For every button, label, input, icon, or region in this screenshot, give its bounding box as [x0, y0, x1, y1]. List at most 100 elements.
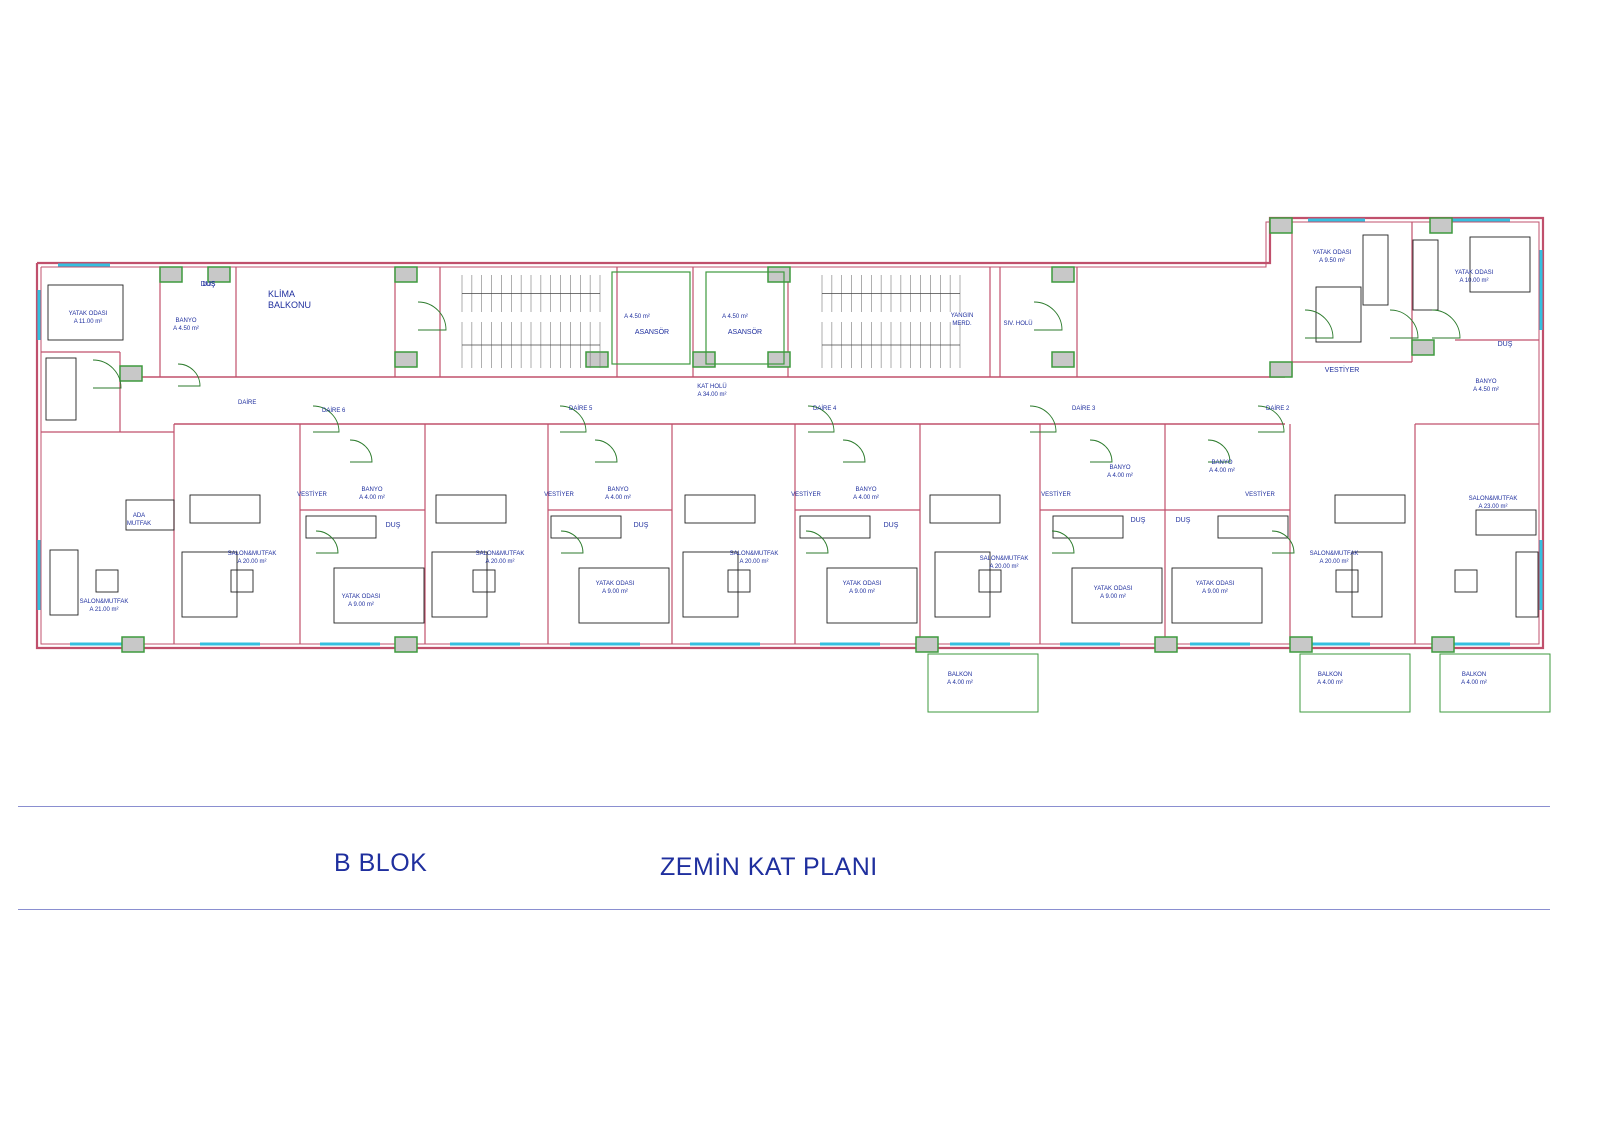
interior-walls-layer	[41, 222, 1539, 644]
room-name-label: BANYO	[1211, 460, 1232, 466]
sofa	[431, 551, 488, 618]
door-swing	[1033, 301, 1063, 331]
room-name-label: SALON&MUTFAK	[1469, 496, 1518, 502]
wardrobe	[550, 515, 622, 539]
room-name-label: BANYO	[1475, 379, 1496, 385]
vestiyer-label: VESTİYER	[1041, 491, 1071, 498]
room-area-label: A 21.00 m²	[89, 607, 118, 613]
elevator-shaft	[705, 271, 785, 365]
coffee-table	[1335, 569, 1359, 593]
door-swing	[1304, 309, 1334, 339]
windows-layer	[37, 218, 1543, 646]
kitchen-island	[1475, 509, 1537, 536]
bed	[333, 567, 425, 624]
wardrobe	[1217, 515, 1289, 539]
structural-column	[1429, 217, 1453, 234]
bed	[1469, 236, 1531, 293]
block-label: B BLOK	[334, 849, 428, 877]
bed	[47, 284, 124, 341]
door-swing	[807, 405, 835, 433]
room-area-label: A 9.00 m²	[1100, 594, 1126, 600]
room-name-label: BANYO	[175, 318, 196, 324]
vestiyer-label: VESTİYER	[791, 491, 821, 498]
room-name-label: YATAK ODASI	[69, 311, 108, 317]
plan-title: ZEMİN KAT PLANI	[660, 853, 878, 881]
room-area-label: A 20.00 m²	[485, 559, 514, 565]
building-outline	[35, 216, 1545, 650]
room-name-label: YATAK ODASI	[843, 581, 882, 587]
room-name-label: SALON&MUTFAK	[228, 551, 277, 557]
coffee-table	[230, 569, 254, 593]
room-area-label: A 4.00 m²	[1107, 473, 1133, 479]
structural-column	[394, 636, 418, 653]
klima-balkonu-label: BALKONU	[268, 300, 311, 310]
balcony-outline	[1439, 653, 1551, 713]
elevator-shaft	[611, 271, 691, 365]
room-name-label: SALON&MUTFAK	[80, 599, 129, 605]
structural-column	[1051, 351, 1075, 368]
structural-column	[119, 365, 143, 382]
wardrobe	[1052, 515, 1124, 539]
daire-label: DAİRE 5	[569, 405, 593, 412]
door-swing	[1051, 530, 1075, 554]
wardrobe	[1412, 239, 1439, 311]
kat-holu-label: KAT HOLÜ	[697, 383, 726, 390]
dus-label: DUŞ	[884, 522, 899, 529]
room-area-label: A 9.00 m²	[602, 589, 628, 595]
room-area-label: A 4.00 m²	[359, 495, 385, 501]
door-swing	[315, 530, 339, 554]
coffee-table	[978, 569, 1002, 593]
daire-label: DAİRE 2	[1266, 405, 1290, 412]
bed	[1071, 567, 1163, 624]
door-swing	[349, 439, 373, 463]
room-name-label: YATAK ODASI	[1094, 586, 1133, 592]
room-area-label: A 4.00 m²	[1209, 468, 1235, 474]
dus-label: DUŞ	[1498, 341, 1513, 348]
door-swing	[417, 301, 447, 331]
balcony-outline	[927, 653, 1039, 713]
kat-holu-label: A 34.00 m²	[697, 392, 726, 398]
siv-holu-label: SIV. HOLÜ	[1003, 320, 1032, 327]
kitchen-island	[1334, 494, 1406, 524]
room-name-label: YATAK ODASI	[596, 581, 635, 587]
door-swing	[312, 405, 340, 433]
kitchen-island	[684, 494, 756, 524]
dus-label: DUŞ	[201, 281, 216, 288]
room-area-label: A 4.50 m²	[1473, 387, 1499, 393]
room-area-label: A 9.00 m²	[849, 589, 875, 595]
room-name-label: SALON&MUTFAK	[980, 556, 1029, 562]
daire-label: DAİRE 4	[813, 405, 837, 412]
balcony-outline	[1299, 653, 1411, 713]
room-name-label: YATAK ODASI	[1313, 250, 1352, 256]
room-name-label: SALON&MUTFAK	[1310, 551, 1359, 557]
room-area-label: A 20.00 m²	[989, 564, 1018, 570]
room-area-label: A 4.00 m²	[605, 495, 631, 501]
room-area-label: A 4.00 m²	[1461, 680, 1487, 686]
structural-column	[692, 351, 716, 368]
wardrobe	[45, 357, 77, 421]
room-name-label: BANYO	[1109, 465, 1130, 471]
room-name-label: BALKON	[948, 672, 972, 678]
vestiyer-label: VESTİYER	[544, 491, 574, 498]
room-name-label: YATAK ODASI	[342, 594, 381, 600]
columns-layer	[119, 217, 1455, 653]
room-name-label: BALKON	[1462, 672, 1486, 678]
door-swing	[1431, 309, 1461, 339]
door-swing	[1089, 439, 1113, 463]
bed	[578, 567, 670, 624]
structural-column	[1411, 339, 1435, 356]
klima-balkonu-label: KLİMA	[268, 289, 295, 299]
room-name-label: SALON&MUTFAK	[476, 551, 525, 557]
bottom-divider-line	[18, 909, 1550, 910]
structural-column	[767, 351, 791, 368]
asansor-2-label: ASANSÖR	[728, 328, 762, 336]
dus-label: DUŞ	[1131, 517, 1146, 524]
room-name-label: DUŞ	[203, 282, 216, 288]
structural-column	[394, 266, 418, 283]
door-swing	[1207, 439, 1231, 463]
wardrobe	[305, 515, 377, 539]
door-swing	[1257, 405, 1285, 433]
room-area-label: A 9.00 m²	[348, 602, 374, 608]
vestiyer-label: VESTİYER	[1245, 491, 1275, 498]
door-swing	[805, 530, 829, 554]
